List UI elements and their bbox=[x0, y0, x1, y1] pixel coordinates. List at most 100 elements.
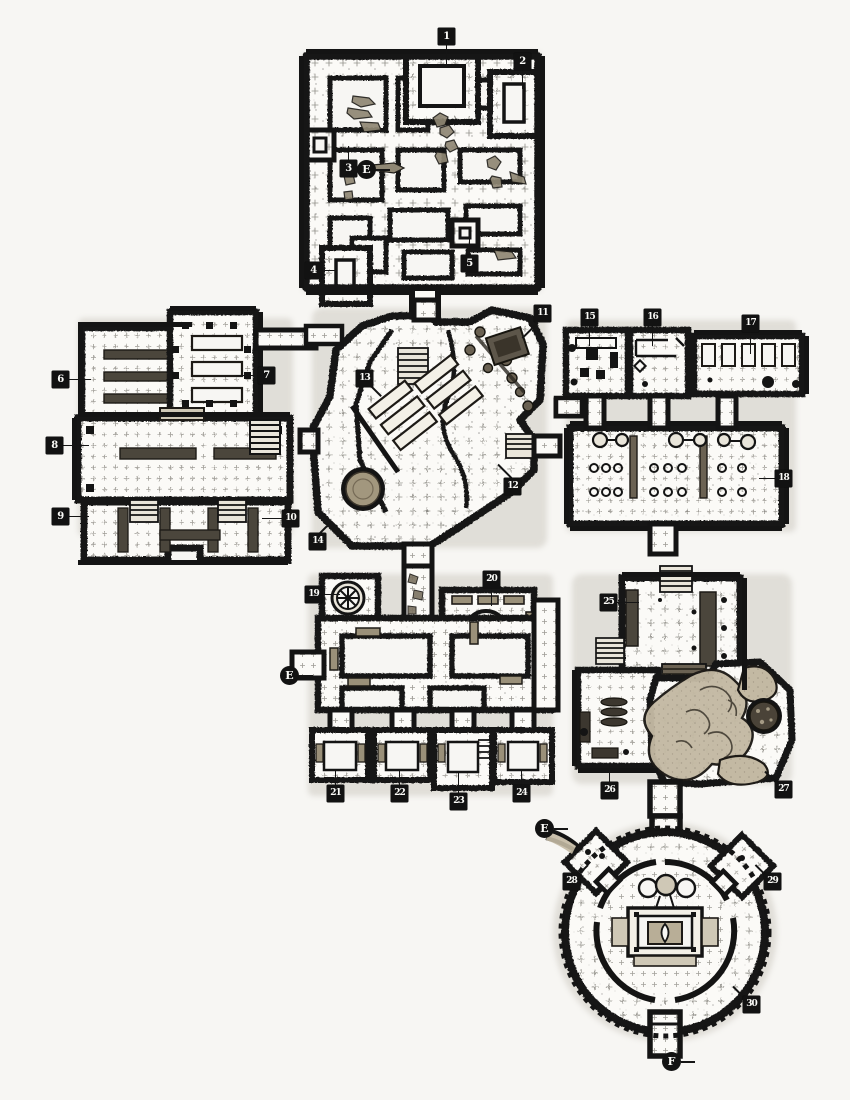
room-2-chamber bbox=[487, 69, 541, 139]
room-23-cell bbox=[431, 727, 495, 791]
room-label-17[interactable]: 17 bbox=[742, 315, 759, 332]
room-label-25[interactable]: 25 bbox=[600, 594, 617, 611]
label-leader-line bbox=[69, 378, 91, 381]
connector-leader-line bbox=[376, 169, 390, 171]
room-14-round-pool bbox=[341, 467, 385, 511]
section-round-temple bbox=[545, 813, 778, 1059]
room-label-14[interactable]: 14 bbox=[309, 533, 326, 550]
room-label-5[interactable]: 5 bbox=[461, 255, 478, 272]
label-leader-line bbox=[749, 332, 752, 354]
section-southwest-warren bbox=[289, 563, 561, 791]
temple-side-corridors bbox=[592, 865, 740, 899]
cavern-stairs-east bbox=[505, 433, 535, 459]
label-leader-line bbox=[262, 517, 282, 520]
room-label-13[interactable]: 13 bbox=[356, 370, 373, 387]
room-label-12[interactable]: 12 bbox=[504, 478, 521, 495]
room-8-great-hall bbox=[74, 407, 294, 504]
room-15-fixtures bbox=[568, 344, 618, 386]
label-leader-line bbox=[520, 769, 523, 785]
room-16-chamber bbox=[626, 326, 692, 400]
cavern-angled-wall bbox=[349, 404, 401, 474]
warren-east-hall bbox=[531, 597, 561, 713]
room-label-27[interactable]: 27 bbox=[775, 781, 792, 798]
room-30-three-orbs bbox=[637, 873, 697, 909]
room-17-beds bbox=[701, 343, 796, 367]
room-15-chamber bbox=[562, 326, 632, 400]
room-25-stairs bbox=[659, 565, 707, 685]
room-label-1[interactable]: 1 bbox=[438, 28, 455, 45]
room-18-cauldrons bbox=[591, 431, 757, 451]
room-label-24[interactable]: 24 bbox=[513, 785, 530, 802]
label-leader-line bbox=[457, 773, 460, 793]
room-27-rock-formations bbox=[643, 665, 778, 786]
room-27-cavern bbox=[643, 658, 796, 788]
warren-slabs bbox=[329, 621, 523, 687]
room-17-dormitory bbox=[690, 332, 806, 398]
room-label-19[interactable]: 19 bbox=[305, 586, 322, 603]
room-label-8[interactable]: 8 bbox=[46, 437, 63, 454]
room-7-pillared-hall bbox=[166, 308, 260, 420]
room-13-sarcophagi bbox=[367, 353, 485, 452]
warren-corridor-debris bbox=[407, 573, 424, 615]
section-southeast-caves bbox=[572, 565, 796, 819]
room-23-stairs bbox=[478, 739, 490, 759]
label-leader-line bbox=[322, 593, 340, 596]
connector-label-f-F-south[interactable]: F bbox=[662, 1052, 681, 1071]
temple-crenellation bbox=[558, 825, 772, 1039]
room-label-18[interactable]: 18 bbox=[775, 470, 792, 487]
room-label-29[interactable]: 29 bbox=[764, 873, 781, 890]
west-complex-crenellation bbox=[72, 306, 290, 565]
room-label-26[interactable]: 26 bbox=[601, 782, 618, 799]
label-leader-line bbox=[69, 515, 89, 518]
room-label-20[interactable]: 20 bbox=[483, 571, 500, 588]
room-label-28[interactable]: 28 bbox=[563, 873, 580, 890]
section-upper-complex bbox=[299, 49, 545, 319]
room-label-30[interactable]: 30 bbox=[743, 996, 760, 1013]
room-8-stairs-east bbox=[249, 419, 281, 455]
lower-hall-stairs bbox=[129, 499, 247, 523]
room-1-chamber bbox=[403, 51, 481, 125]
room-5-shrine bbox=[449, 217, 481, 249]
label-leader-line bbox=[608, 764, 611, 782]
room-24-cell bbox=[491, 727, 555, 785]
label-leader-line bbox=[236, 374, 258, 377]
section-east-complex bbox=[553, 326, 809, 557]
room-9-10-lower-hall bbox=[80, 498, 292, 564]
connector-label-e-E-middle[interactable]: E bbox=[280, 666, 299, 685]
room-label-4[interactable]: 4 bbox=[305, 262, 322, 279]
label-leader-line bbox=[322, 269, 337, 272]
room-11-collapse bbox=[464, 325, 534, 412]
label-leader-line bbox=[334, 769, 337, 785]
label-leader-line bbox=[490, 588, 493, 606]
room-label-6[interactable]: 6 bbox=[52, 371, 69, 388]
label-leader-line bbox=[63, 444, 89, 447]
room-9-10-partitions bbox=[117, 507, 259, 553]
room-label-15[interactable]: 15 bbox=[581, 309, 598, 326]
southeast-crenellation bbox=[572, 572, 747, 773]
connector-leader-line bbox=[554, 828, 568, 830]
upper-rubble bbox=[343, 95, 527, 261]
label-leader-line bbox=[759, 477, 775, 480]
warren-corridors bbox=[314, 614, 556, 714]
room-label-22[interactable]: 22 bbox=[391, 785, 408, 802]
room-25-west-stairs bbox=[595, 637, 625, 665]
room-label-9[interactable]: 9 bbox=[52, 508, 69, 525]
connector-label-e-E-upper[interactable]: E bbox=[357, 160, 376, 179]
label-leader-line bbox=[398, 769, 401, 785]
label-leader-line bbox=[347, 146, 350, 160]
room-25-slabs bbox=[625, 589, 717, 667]
corridor-caves-to-temple bbox=[647, 779, 683, 819]
room-label-11[interactable]: 11 bbox=[534, 305, 551, 322]
warren-cells bbox=[309, 727, 555, 791]
connector-label-e-E-lower[interactable]: E bbox=[535, 819, 554, 838]
room-label-16[interactable]: 16 bbox=[644, 309, 661, 326]
room-label-10[interactable]: 10 bbox=[282, 510, 299, 527]
room-label-3[interactable]: 3 bbox=[340, 160, 357, 177]
room-label-2[interactable]: 2 bbox=[514, 53, 531, 70]
label-leader-line bbox=[521, 70, 524, 89]
room-label-7[interactable]: 7 bbox=[258, 367, 275, 384]
room-label-23[interactable]: 23 bbox=[450, 793, 467, 810]
room-26-fixtures bbox=[579, 697, 628, 759]
room-label-21[interactable]: 21 bbox=[327, 785, 344, 802]
